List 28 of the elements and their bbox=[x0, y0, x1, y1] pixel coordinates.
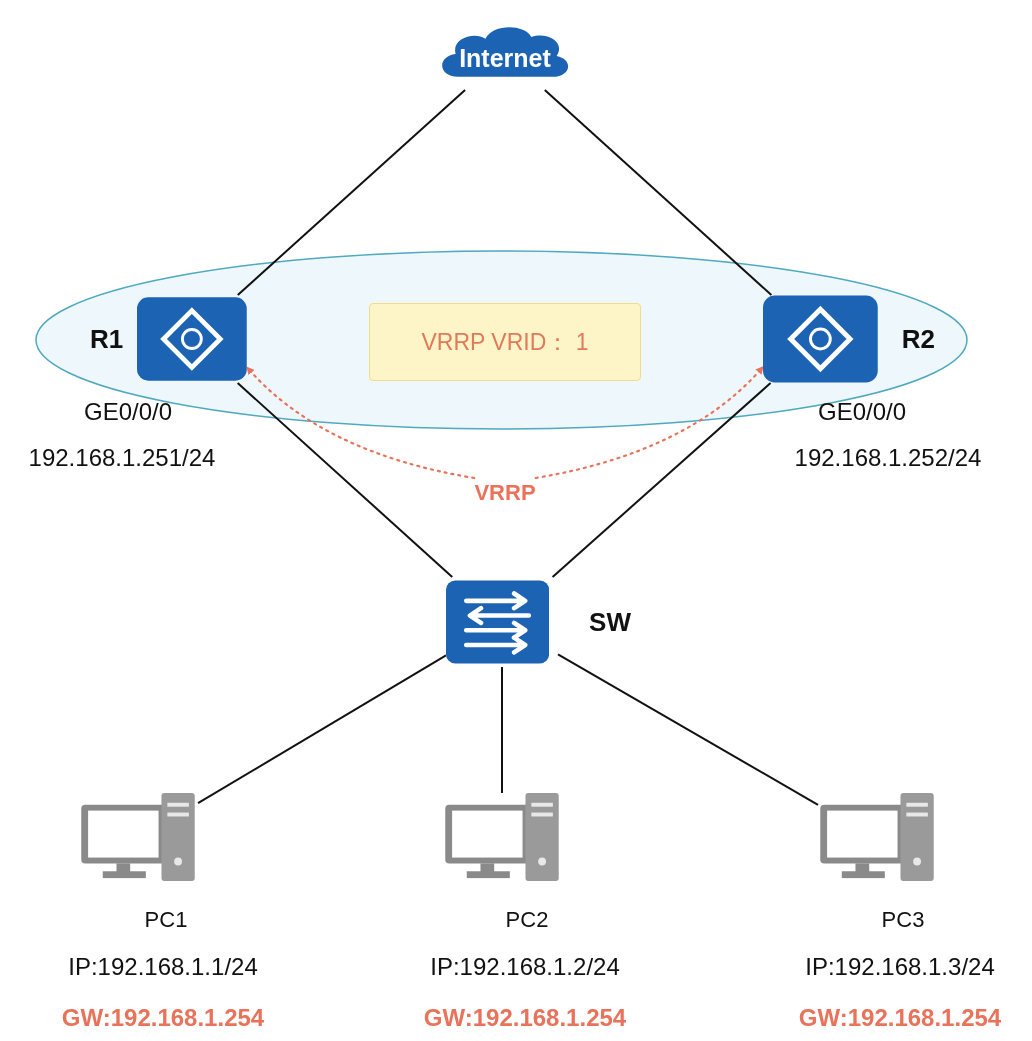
cloud-label: Internet bbox=[459, 43, 551, 73]
router-label: R1 bbox=[90, 323, 124, 355]
connection-line bbox=[551, 382, 772, 578]
vrid-box: VRRP VRID： 1 bbox=[369, 303, 641, 381]
pc-label: PC1 bbox=[144, 907, 188, 933]
ip-address: 192.168.1.252/24 bbox=[794, 444, 982, 472]
gateway-address: GW:192.168.1.254 bbox=[61, 1004, 265, 1032]
connection-line bbox=[197, 654, 447, 805]
gateway-address: GW:192.168.1.254 bbox=[423, 1004, 627, 1032]
switch-label: SW bbox=[589, 606, 631, 638]
connection-line bbox=[501, 666, 503, 794]
interface-name: GE0/0/0 bbox=[83, 398, 173, 426]
pc-label: PC3 bbox=[881, 907, 925, 933]
interface-name: GE0/0/0 bbox=[817, 398, 907, 426]
ip-address: IP:192.168.1.2/24 bbox=[430, 953, 620, 981]
connection-line bbox=[236, 382, 454, 578]
ip-address: IP:192.168.1.3/24 bbox=[805, 953, 995, 981]
connection-line bbox=[236, 89, 467, 296]
router-label: R2 bbox=[901, 323, 935, 355]
connection-line bbox=[543, 89, 773, 296]
dotted-arrow bbox=[245, 366, 476, 480]
ip-address: IP:192.168.1.1/24 bbox=[68, 953, 258, 981]
gateway-address: GW:192.168.1.254 bbox=[798, 1004, 1002, 1032]
dotted-arrow bbox=[534, 365, 765, 480]
connection-line bbox=[557, 653, 819, 806]
protocol-label: VRRP bbox=[474, 480, 536, 506]
ip-address: 192.168.1.251/24 bbox=[28, 444, 216, 472]
pc-label: PC2 bbox=[505, 907, 549, 933]
